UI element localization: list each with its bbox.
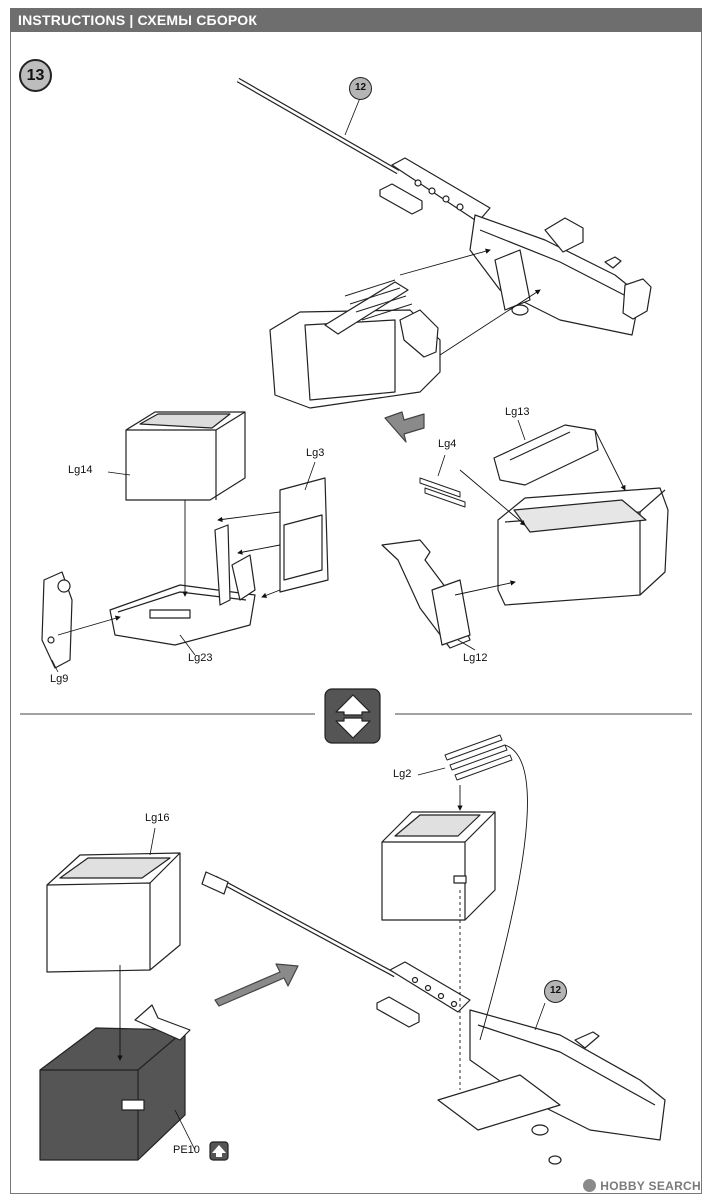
label-lg9: Lg9 (50, 673, 69, 685)
instructions-header: INSTRUCTIONS|СХЕМЫ СБОРОК (10, 8, 702, 32)
top-mount-lg12 (381, 539, 471, 649)
bottom-ammo-box-lg2 (381, 811, 496, 921)
label-lg12: Lg12 (463, 652, 488, 664)
watermark-text: HOBBY SEARCH (600, 1179, 701, 1193)
header-title-ru: СХЕМЫ СБОРОК (137, 12, 258, 28)
callout-part-12-top: 12 (349, 77, 372, 100)
label-lg2: Lg2 (393, 768, 412, 780)
hobby-search-logo-icon (583, 1179, 597, 1192)
top-plate-lg3 (279, 477, 329, 593)
bottom-assembly-lines (457, 744, 528, 1090)
options-divider-icon (324, 688, 381, 744)
label-pe10: PE10 (173, 1144, 200, 1156)
top-ammo-can-right (497, 487, 669, 606)
pe-reverse-icon (209, 1141, 229, 1161)
label-lg3: Lg3 (306, 447, 325, 459)
bottom-rounds-lg2 (444, 734, 513, 781)
label-leaders (51, 97, 546, 1151)
instruction-frame (10, 32, 702, 1194)
watermark: HOBBY SEARCH (583, 1179, 701, 1193)
top-machine-gun (236, 77, 652, 336)
header-title-en: INSTRUCTIONS (18, 12, 126, 28)
bottom-ammo-box-lg16 (46, 852, 181, 973)
top-lid-lg13 (493, 424, 599, 486)
top-bracket-lg9 (41, 571, 73, 669)
top-rounds-lg4 (419, 477, 466, 508)
label-lg23: Lg23 (188, 652, 213, 664)
bottom-machine-gun (201, 871, 666, 1165)
top-ammo-belt (344, 279, 413, 321)
label-lg14: Lg14 (68, 464, 93, 476)
label-lg4: Lg4 (438, 438, 457, 450)
top-mount-lg23 (109, 524, 256, 646)
callout-part-12-bottom: 12 (544, 980, 567, 1003)
bottom-direction-arrow (214, 963, 299, 1007)
top-ammo-box-lg14 (125, 411, 246, 501)
label-lg13: Lg13 (505, 406, 530, 418)
top-assembly-lines (57, 248, 626, 636)
step-number-badge: 13 (19, 59, 52, 92)
bottom-pe-ammo-can (39, 1004, 191, 1161)
header-separator: | (129, 12, 134, 28)
top-assembled-ammo-can (269, 281, 441, 409)
top-direction-arrow (384, 411, 425, 443)
label-lg16: Lg16 (145, 812, 170, 824)
